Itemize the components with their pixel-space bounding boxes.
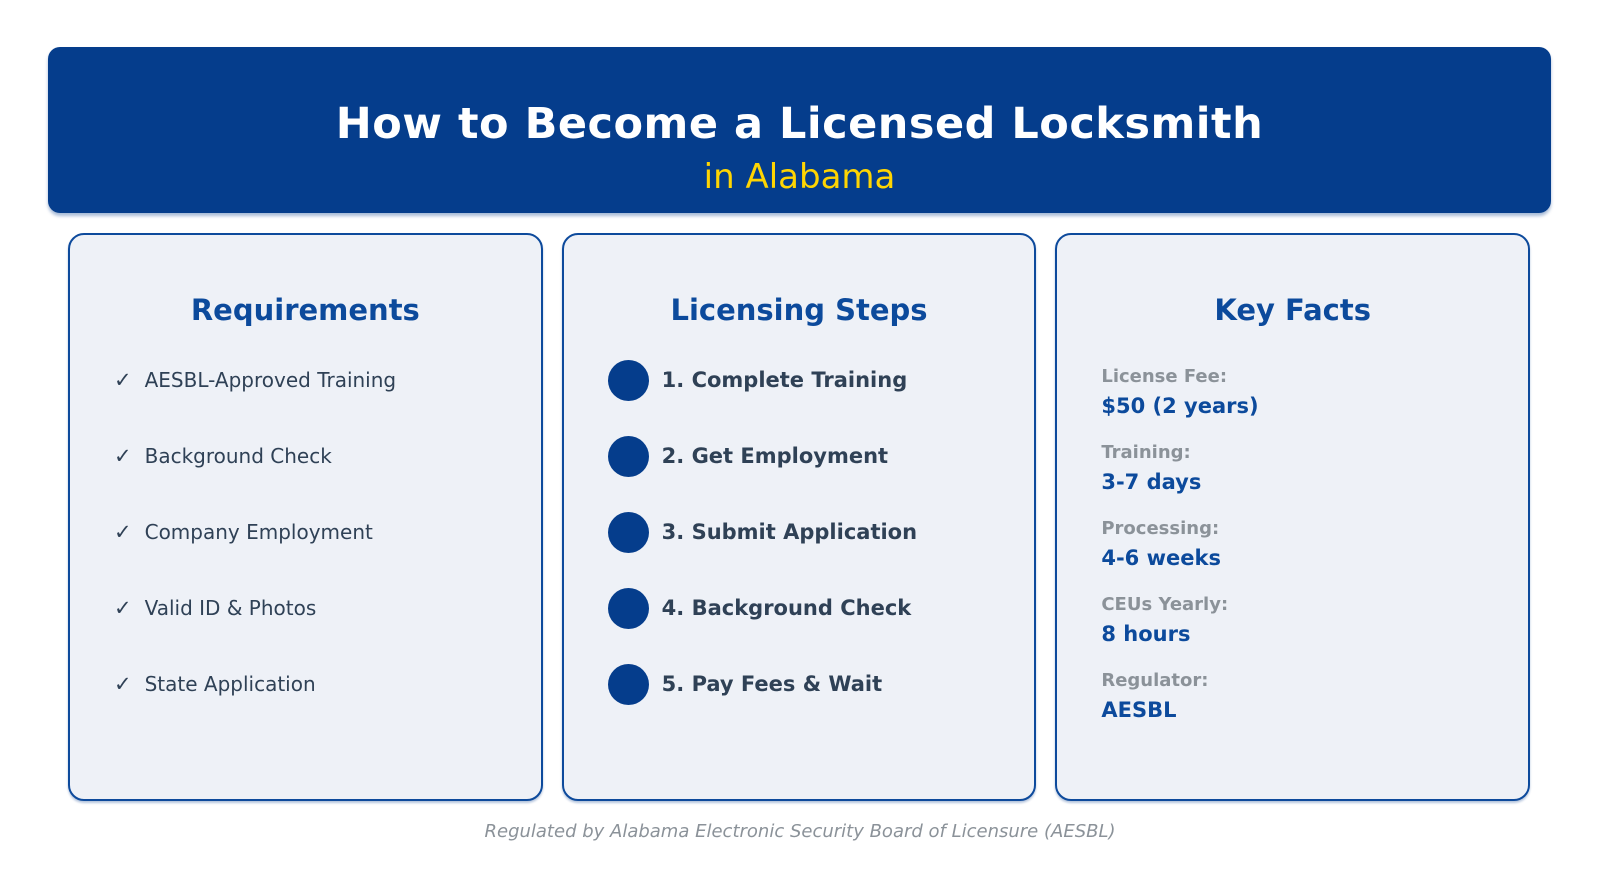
step-bullet-circle-icon xyxy=(607,435,649,477)
requirement-item: ✓ Background Check xyxy=(70,418,541,494)
requirement-item: ✓ Valid ID & Photos xyxy=(70,570,541,646)
check-icon: ✓ xyxy=(114,368,132,392)
requirements-list: ✓ AESBL-Approved Training ✓ Background C… xyxy=(70,342,541,722)
fact-value: AESBL xyxy=(1101,698,1177,722)
fact-item: Processing: 4-6 weeks xyxy=(1057,494,1528,570)
fact-value: 4-6 weeks xyxy=(1101,546,1221,570)
check-icon: ✓ xyxy=(114,672,132,696)
page-subtitle: in Alabama xyxy=(703,157,896,197)
key-facts-card-title: Key Facts xyxy=(1214,293,1371,327)
requirement-label: AESBL-Approved Training xyxy=(144,368,397,392)
step-item: 4. Background Check xyxy=(564,570,1035,646)
key-facts-list: License Fee: $50 (2 years) Training: 3-7… xyxy=(1057,342,1528,722)
requirement-item: ✓ Company Employment xyxy=(70,494,541,570)
steps-list: 1. Complete Training 2. Get Employment 3… xyxy=(564,342,1035,722)
step-bullet-circle-icon xyxy=(607,511,649,553)
requirement-label: Company Employment xyxy=(144,520,373,544)
fact-value: $50 (2 years) xyxy=(1101,394,1259,418)
fact-value: 8 hours xyxy=(1101,622,1191,646)
step-label: 1. Complete Training xyxy=(661,368,908,392)
fact-label: License Fee: xyxy=(1101,366,1228,387)
fact-value: 3-7 days xyxy=(1101,470,1202,494)
step-label: 2. Get Employment xyxy=(661,444,889,468)
fact-item: Regulator: AESBL xyxy=(1057,646,1528,722)
step-item: 3. Submit Application xyxy=(564,494,1035,570)
licensing-steps-card: Licensing Steps 1. Complete Training 2. … xyxy=(561,233,1037,801)
requirement-label: Valid ID & Photos xyxy=(144,596,317,620)
fact-label: Regulator: xyxy=(1101,670,1209,691)
check-icon: ✓ xyxy=(114,520,132,544)
key-facts-card: Key Facts License Fee: $50 (2 years) Tra… xyxy=(1055,233,1531,801)
fact-item: CEUs Yearly: 8 hours xyxy=(1057,570,1528,646)
cards-row: Requirements ✓ AESBL-Approved Training ✓… xyxy=(68,233,1531,801)
step-bullet-circle-icon xyxy=(607,359,649,401)
requirement-item: ✓ AESBL-Approved Training xyxy=(70,342,541,418)
check-icon: ✓ xyxy=(114,596,132,620)
fact-label: Processing: xyxy=(1101,518,1220,539)
step-bullet-circle-icon xyxy=(607,663,649,705)
fact-item: Training: 3-7 days xyxy=(1057,418,1528,494)
step-label: 3. Submit Application xyxy=(661,520,918,544)
requirement-item: ✓ State Application xyxy=(70,646,541,722)
check-icon: ✓ xyxy=(114,444,132,468)
fact-item: License Fee: $50 (2 years) xyxy=(1057,342,1528,418)
step-item: 5. Pay Fees & Wait xyxy=(564,646,1035,722)
step-item: 2. Get Employment xyxy=(564,418,1035,494)
step-label: 5. Pay Fees & Wait xyxy=(661,672,883,696)
step-item: 1. Complete Training xyxy=(564,342,1035,418)
requirement-label: State Application xyxy=(144,672,316,696)
fact-label: CEUs Yearly: xyxy=(1101,594,1229,615)
step-label: 4. Background Check xyxy=(661,596,912,620)
step-bullet-circle-icon xyxy=(607,587,649,629)
header-banner: How to Become a Licensed Locksmith in Al… xyxy=(48,47,1551,213)
requirements-card: Requirements ✓ AESBL-Approved Training ✓… xyxy=(68,233,543,801)
fact-label: Training: xyxy=(1101,442,1191,463)
regulator-footnote: Regulated by Alabama Electronic Security… xyxy=(484,821,1116,842)
page-title: How to Become a Licensed Locksmith xyxy=(335,99,1264,149)
requirements-card-title: Requirements xyxy=(190,293,420,327)
licensing-steps-card-title: Licensing Steps xyxy=(670,293,928,327)
requirement-label: Background Check xyxy=(144,444,332,468)
